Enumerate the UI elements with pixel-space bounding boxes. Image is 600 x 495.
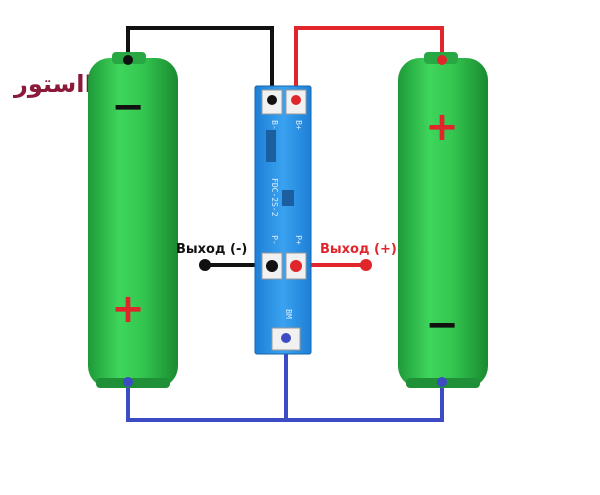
battery-right: + −: [398, 52, 488, 388]
chip-small: [282, 190, 294, 206]
battery-left-bottom-terminal: [123, 377, 133, 387]
wire-red-b-plus: [294, 26, 444, 98]
pad-b-plus-label: B+: [294, 120, 303, 130]
pad-b-plus-solder: [291, 95, 301, 105]
battery-left-bottom-sign: +: [111, 286, 145, 332]
pad-b-minus-solder: [267, 95, 277, 105]
output-negative-terminal: [199, 259, 211, 271]
wire-black-b-minus: [126, 26, 274, 98]
pad-p-minus-solder: [266, 260, 278, 272]
battery-right-bottom-terminal: [437, 377, 447, 387]
battery-right-top-sign: +: [425, 104, 459, 150]
chip-left: [266, 130, 276, 162]
output-positive-terminal: [360, 259, 372, 271]
pad-p-minus-label: P-: [270, 235, 279, 245]
battery-left: − +: [88, 52, 178, 388]
battery-left-body: [88, 58, 178, 388]
output-negative-label: Выход (-): [176, 242, 247, 257]
pad-p-plus-label: P+: [294, 235, 303, 245]
battery-right-bottom-sign: −: [425, 302, 459, 348]
battery-left-top-sign: −: [111, 84, 145, 130]
output-positive-label: Выход (+): [320, 242, 397, 257]
battery-right-top-terminal: [437, 55, 447, 65]
pad-b-minus-label: B-: [270, 120, 279, 130]
battery-left-top-terminal: [123, 55, 133, 65]
battery-left-base: [96, 378, 170, 388]
board-model: FDC-2S-2: [270, 178, 279, 217]
pad-bm-solder: [281, 333, 291, 343]
pad-p-plus-solder: [290, 260, 302, 272]
battery-right-body: [398, 58, 488, 388]
bms-board: B- B+ FDC-2S-2 P- P+ BM: [254, 85, 312, 355]
pad-bm-label: BM: [284, 309, 293, 319]
